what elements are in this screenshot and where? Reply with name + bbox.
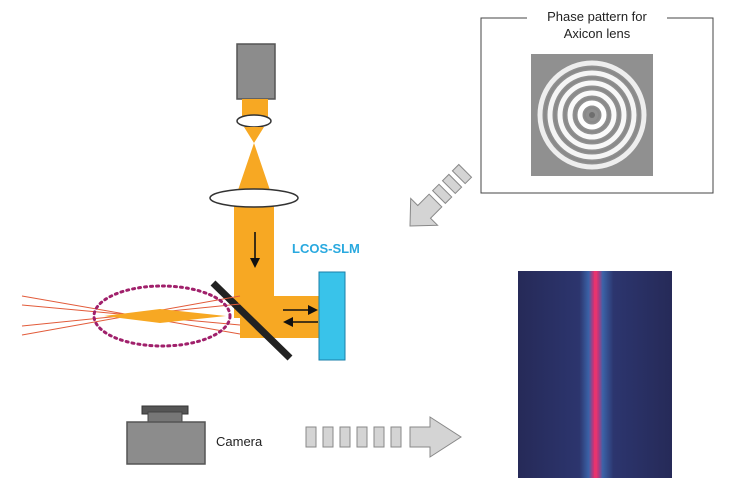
camera-icon <box>126 405 206 465</box>
bessel-focus-region <box>104 309 226 323</box>
focus-highlight-ellipse <box>92 284 232 348</box>
beam-focus-cone <box>244 127 264 143</box>
camera-label: Camera <box>216 434 263 449</box>
big-lens <box>209 188 299 208</box>
slm-label: LCOS-SLM <box>292 241 360 256</box>
camera-to-result-arrow-icon <box>305 416 462 458</box>
lcos-slm-device <box>318 271 346 361</box>
beam-expand-cone <box>236 143 272 196</box>
laser-source <box>236 43 276 100</box>
phase-pattern-inset: Phase pattern for Axicon lens <box>480 9 714 194</box>
down-arrow-icon <box>250 232 260 268</box>
beam-horizontal <box>240 296 320 338</box>
beam-splitter-mirror <box>210 280 293 361</box>
inset-title-line1: Phase pattern for <box>547 9 647 24</box>
right-arrow-icon <box>283 305 318 315</box>
axicon-concentric-rings <box>537 60 647 170</box>
pattern-to-slm-arrow-icon <box>409 163 473 227</box>
inset-title-line2: Axicon lens <box>564 26 631 41</box>
small-lens <box>236 114 272 128</box>
bessel-beam-result-image <box>518 271 672 478</box>
left-arrow-icon <box>283 317 318 327</box>
